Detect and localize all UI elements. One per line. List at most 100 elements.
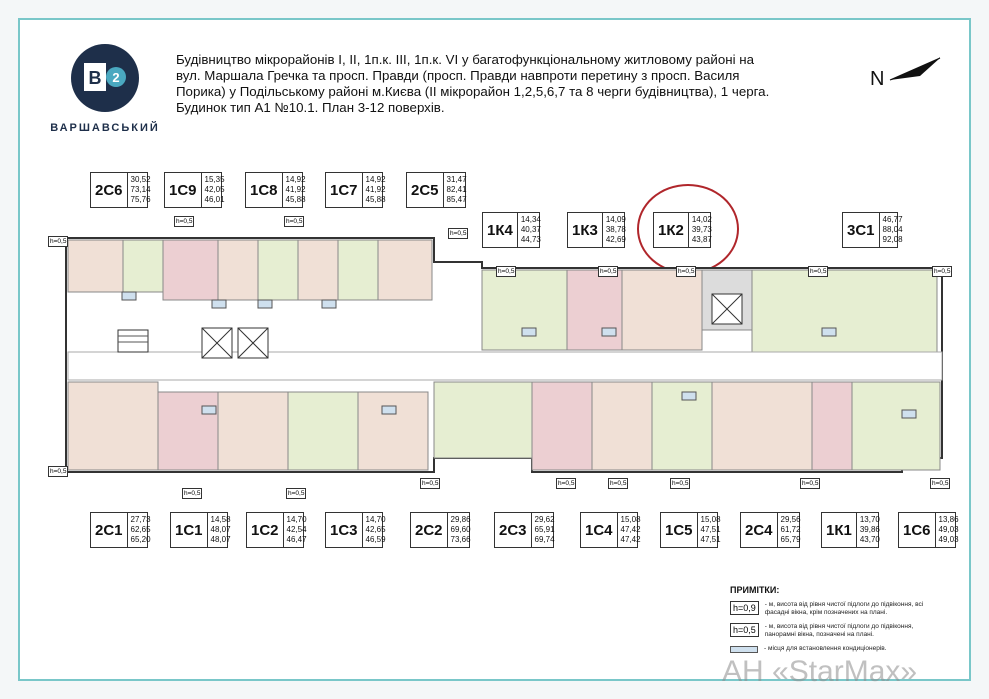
notes-legend: ПРИМІТКИ: h=0,9 - м, висота від рівня чи… [730, 585, 960, 659]
note-text: - м, висота від рівня чистої підлоги до … [764, 623, 914, 638]
area-gross: 46,01 [204, 195, 225, 204]
area-living: 14,70 [286, 515, 307, 524]
brand-name: ВАРШАВСЬКИЙ [50, 122, 160, 134]
area-living: 14,92 [285, 175, 306, 184]
area-total: 61,72 [780, 525, 801, 534]
window-height-mark: h=0,5 [930, 478, 951, 489]
window-height-mark: h=0,5 [448, 228, 469, 239]
apartment-code: 1К4 [487, 221, 513, 239]
apartment-code: 1К1 [826, 521, 852, 539]
area-living: 31,47 [446, 175, 467, 184]
area-gross: 45,88 [285, 195, 306, 204]
area-total: 88,04 [882, 225, 903, 234]
area-living: 29,56 [780, 515, 801, 524]
area-living: 27,73 [130, 515, 151, 524]
area-total: 47,51 [700, 525, 721, 534]
apartment-code: 2С4 [745, 521, 773, 539]
apartment-code: 1С3 [330, 521, 358, 539]
area-living: 30,52 [130, 175, 151, 184]
apartment-code: 2С1 [95, 521, 123, 539]
window-height-mark: h=0,5 [608, 478, 629, 489]
area-total: 48,07 [210, 525, 231, 534]
area-living: 14,70 [365, 515, 386, 524]
window-height-mark: h=0,5 [598, 266, 619, 277]
area-total: 38,78 [605, 225, 626, 234]
area-living: 14,34 [520, 215, 541, 224]
window-height-mark: h=0,5 [286, 488, 307, 499]
area-total: 49,03 [938, 525, 959, 534]
area-total: 42,65 [365, 525, 386, 534]
window-height-mark: h=0,5 [496, 266, 517, 277]
north-arrow: N [870, 52, 950, 92]
area-total: 40,37 [520, 225, 541, 234]
area-living: 14,09 [605, 215, 626, 224]
area-gross: 49,03 [938, 535, 959, 544]
area-gross: 85,47 [446, 195, 467, 204]
area-gross: 65,20 [130, 535, 151, 544]
area-living: 14,58 [210, 515, 231, 524]
floor-plan [62, 232, 950, 484]
area-gross: 43,70 [859, 535, 880, 544]
area-total: 73,14 [130, 185, 151, 194]
apartment-code: 3С1 [847, 221, 875, 239]
project-description: Будівництво мікрорайонів І, ІІ, 1п.к. ІІ… [176, 52, 856, 116]
area-gross: 45,88 [365, 195, 386, 204]
window-height-mark: h=0,5 [48, 236, 69, 247]
apartment-code: 1С5 [665, 521, 693, 539]
area-gross: 69,74 [534, 535, 555, 544]
area-gross: 47,51 [700, 535, 721, 544]
apartment-code: 2С5 [411, 181, 439, 199]
area-gross: 75,76 [130, 195, 151, 204]
area-gross: 48,07 [210, 535, 231, 544]
logo-icon: B 2 [71, 44, 139, 112]
notes-title: ПРИМІТКИ: [730, 585, 780, 595]
logo-number: 2 [112, 70, 119, 85]
area-living: 14,92 [365, 175, 386, 184]
area-total: 47,42 [620, 525, 641, 534]
apartment-code: 2С2 [415, 521, 443, 539]
area-total: 41,92 [365, 185, 386, 194]
floor-plan-drawing [65, 237, 943, 473]
note-text: - місця для встановлення кондиціонерів. [764, 645, 887, 652]
apartment-code: 1С8 [250, 181, 278, 199]
area-living: 13,86 [938, 515, 959, 524]
apartment-code: 1С6 [903, 521, 931, 539]
note-row: - місця для встановлення кондиціонерів. [730, 645, 960, 653]
area-total: 82,41 [446, 185, 467, 194]
description-line-1: Будівництво мікрорайонів І, ІІ, 1п.к. ІІ… [176, 52, 754, 67]
ac-unit-icon [730, 646, 758, 653]
area-total: 69,60 [450, 525, 471, 534]
window-height-mark: h=0,5 [808, 266, 829, 277]
area-gross: 46,59 [365, 535, 386, 544]
apartment-code: 2С6 [95, 181, 123, 199]
window-height-mark: h=0,5 [800, 478, 821, 489]
watermark: АН «StarMax» [722, 655, 918, 688]
north-label: N [870, 68, 885, 90]
note-row: h=0,9 - м, висота від рівня чистої підло… [730, 601, 960, 617]
window-height-mark: h=0,5 [670, 478, 691, 489]
window-height-mark: h=0,5 [284, 216, 305, 227]
apartment-code: 1С9 [169, 181, 197, 199]
logo-letter: B [89, 68, 102, 88]
